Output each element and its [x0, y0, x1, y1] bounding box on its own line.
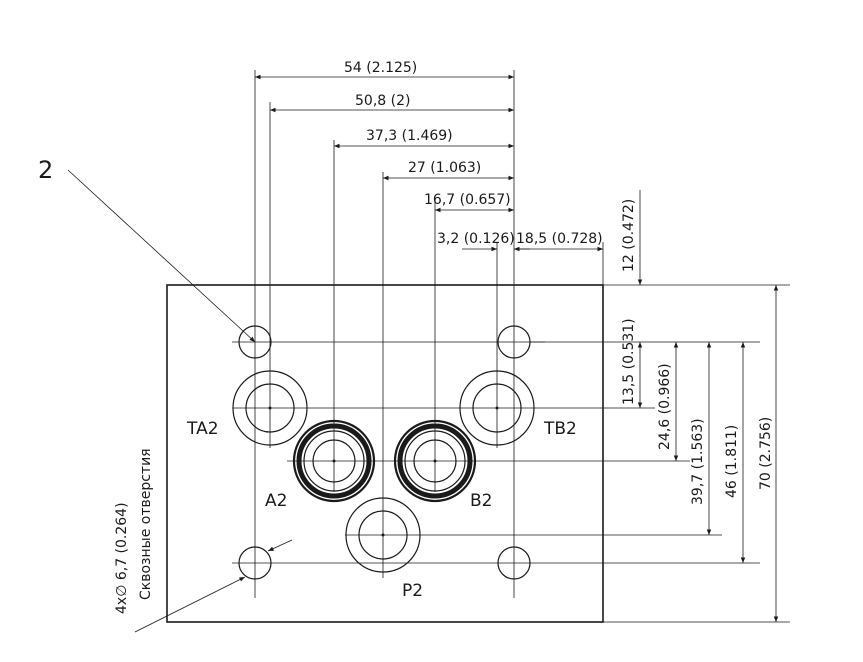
dim-24-6: 24,6 (0.966): [657, 363, 673, 450]
mounting-hole-bottom-left: [238, 546, 272, 580]
port-label-ta2: TA2: [186, 419, 219, 439]
horizontal-centerlines: [232, 341, 545, 564]
port-p2: [345, 497, 421, 573]
port-label-a2: A2: [265, 491, 287, 511]
dim-12: 12 (0.472): [621, 199, 637, 272]
port-label-tb2: TB2: [543, 419, 577, 439]
dim-3-2: 3,2 (0.126): [437, 231, 515, 247]
dim-50-8: 50,8 (2): [355, 93, 410, 109]
vertical-dim-extension-lines: [428, 284, 790, 623]
mounting-hole-bottom-right: [497, 546, 531, 580]
callout-number: 2: [38, 156, 53, 184]
mounting-hole-top-left: [238, 325, 272, 359]
port-label-b2: B2: [470, 491, 492, 511]
hole-note-size: 4x∅ 6,7 (0.264): [114, 502, 130, 614]
callout-leader: [67, 169, 256, 343]
hole-note-description: Сквозные отверстия: [138, 448, 154, 600]
vertical-dimension-lines: [637, 190, 779, 622]
port-ta2: [232, 370, 308, 446]
dim-13-5: 13,5 (0.531): [621, 318, 637, 405]
dim-27: 27 (1.063): [408, 160, 481, 176]
mounting-holes: [238, 325, 531, 580]
dim-16-7: 16,7 (0.657): [424, 192, 511, 208]
dim-37-3: 37,3 (1.469): [366, 128, 453, 144]
dim-18-5: 18,5 (0.728): [516, 231, 603, 247]
port-a2: [292, 419, 376, 503]
port-label-p2: P2: [402, 581, 423, 601]
vertical-extension-lines: [254, 70, 604, 598]
dim-39-7: 39,7 (1.563): [690, 418, 706, 505]
port-b2: [393, 419, 477, 503]
hole-note-leader: [134, 539, 293, 633]
dim-46: 46 (1.811): [724, 425, 740, 498]
subplate-outline: [166, 284, 604, 623]
dim-70: 70 (2.756): [758, 417, 774, 490]
port-tb2: [459, 370, 535, 446]
dim-54: 54 (2.125): [344, 60, 417, 76]
horizontal-dimension-lines: [255, 74, 603, 252]
